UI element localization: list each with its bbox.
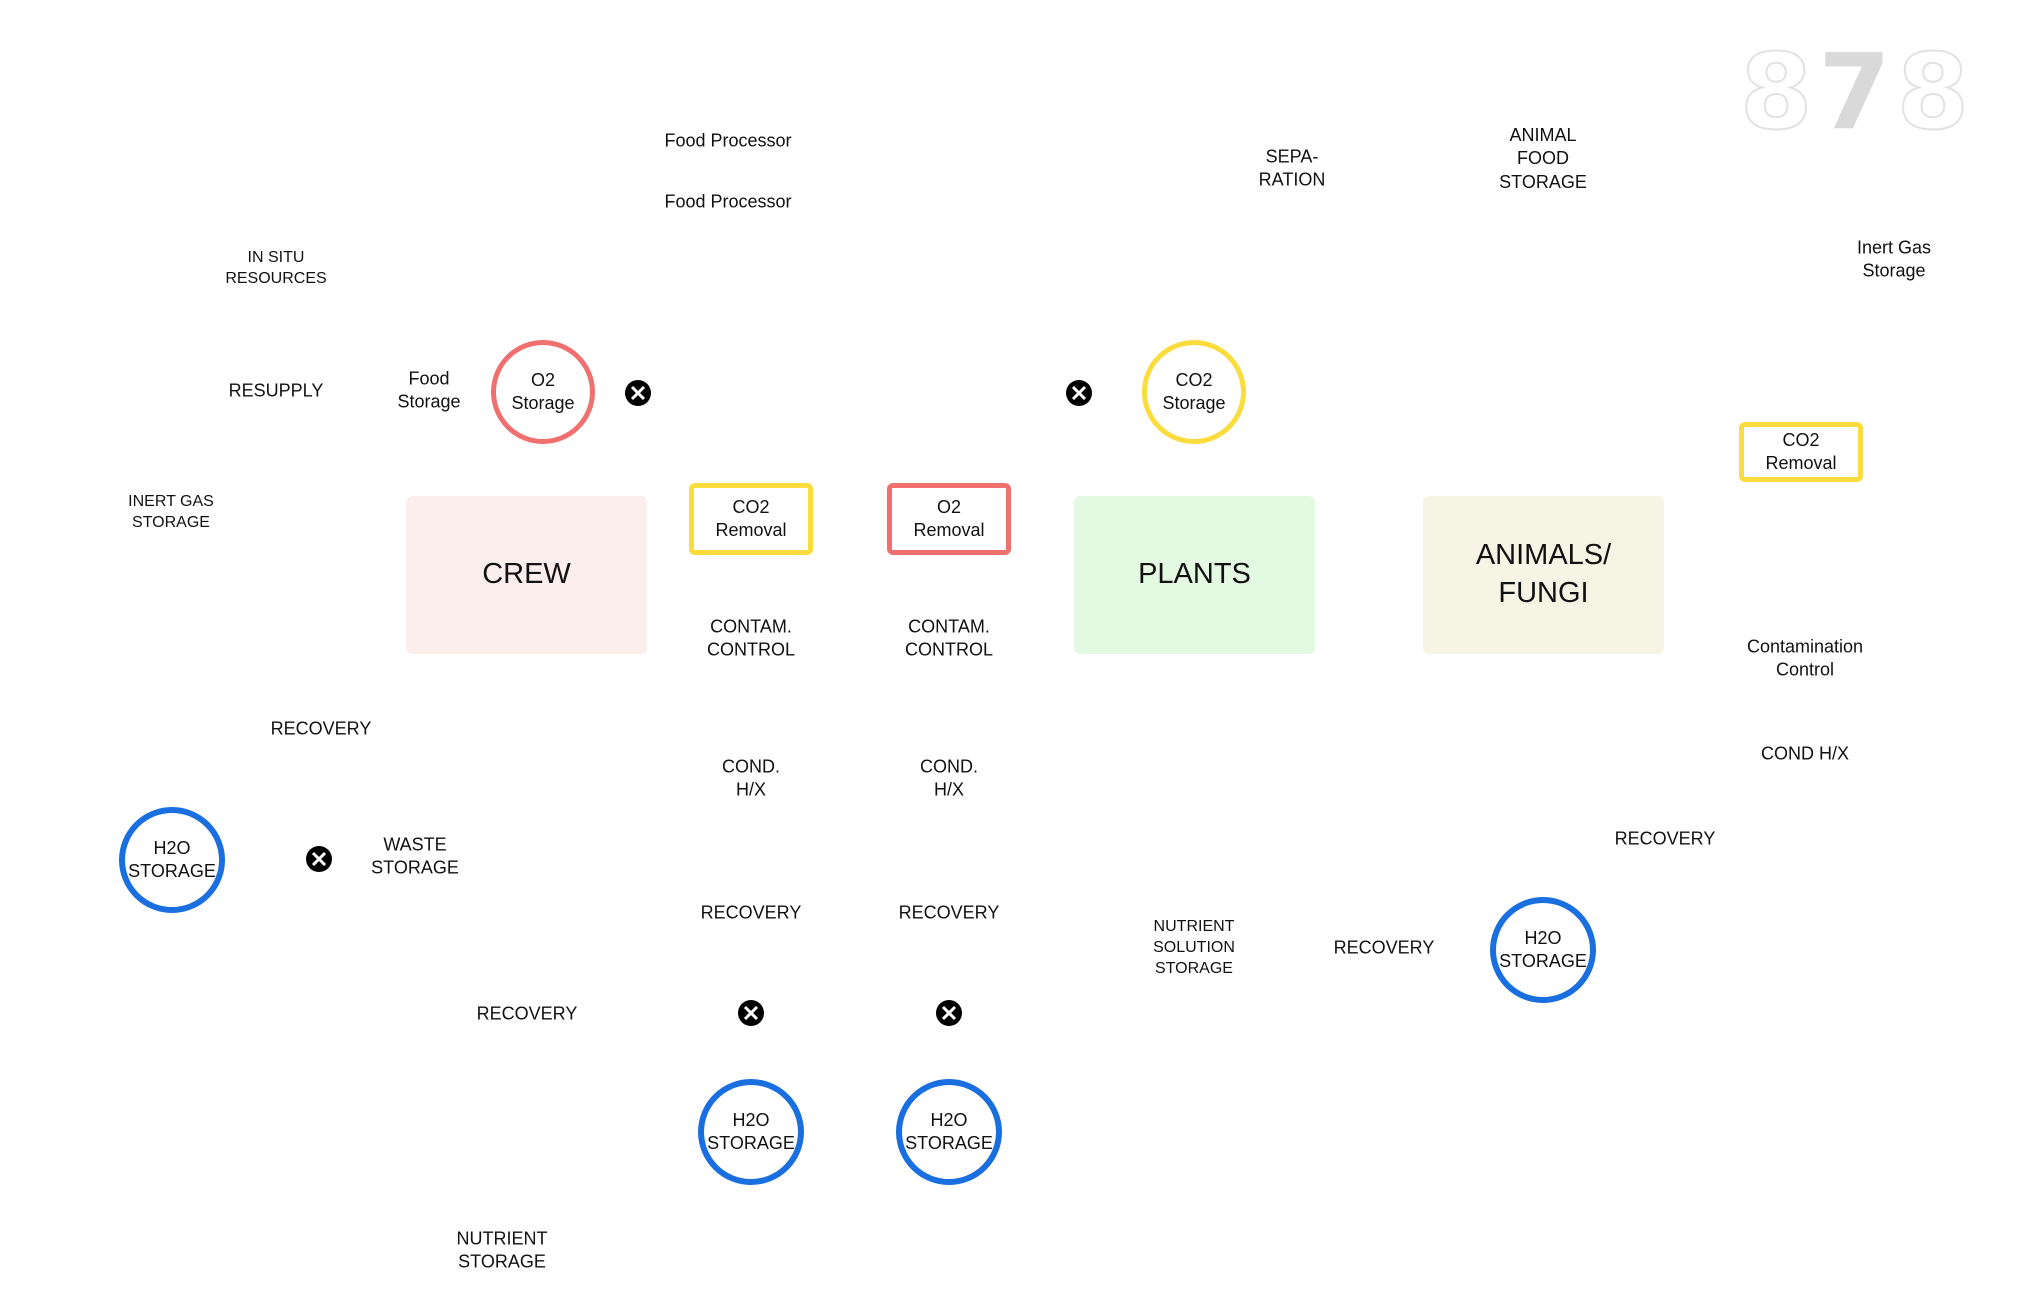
valve-icon: [738, 1000, 764, 1026]
in-situ-resources-label: IN SITU RESOURCES: [225, 249, 327, 287]
valve-icon: [936, 1000, 962, 1026]
food-processor-label-2: Food Processor: [664, 191, 792, 212]
waste-storage-label: WASTE STORAGE: [371, 834, 459, 878]
o2-removal-unit: O2 Removal: [887, 483, 1011, 555]
nutrient-solution-storage-label: NUTRIENT SOLUTION STORAGE: [1153, 917, 1235, 977]
inert-gas-storage-right-label: Inert Gas Storage: [1856, 237, 1932, 281]
recovery-center-label-1: RECOVERY: [700, 902, 802, 923]
animals-fungi-module: ANIMALS/ FUNGI: [1423, 496, 1664, 654]
food-storage-label: Food Storage: [397, 368, 461, 412]
watermark-digit-1: 8: [1739, 31, 1819, 153]
co2-storage: CO2 Storage: [1142, 340, 1246, 444]
nutrient-storage-label: NUTRIENT STORAGE: [456, 1228, 548, 1272]
recovery-bottom-label: RECOVERY: [476, 1003, 578, 1024]
separation-label: SEPA- RATION: [1258, 146, 1326, 190]
contam-control-label-1: CONTAM. CONTROL: [706, 616, 796, 660]
watermark-digit-2: 7: [1818, 31, 1897, 153]
h2o-storage-right: H2O STORAGE: [1490, 897, 1596, 1003]
valve-icon: [306, 846, 332, 872]
co2-removal-unit-1: CO2 Removal: [689, 483, 813, 555]
recovery-left-label: RECOVERY: [270, 718, 372, 739]
h2o-storage-left: H2O STORAGE: [119, 807, 225, 913]
contam-control-label-2: CONTAM. CONTROL: [904, 616, 994, 660]
cond-hx-label-2: COND. H/X: [920, 756, 978, 800]
h2o-storage-center-1: H2O STORAGE: [698, 1079, 804, 1185]
cond-hx-label-1: COND. H/X: [722, 756, 780, 800]
o2-storage: O2 Storage: [491, 340, 595, 444]
animal-food-storage-label: ANIMAL FOOD STORAGE: [1499, 124, 1587, 192]
plants-module: PLANTS: [1074, 496, 1315, 654]
food-processor-label-1: Food Processor: [664, 130, 792, 151]
recovery-center-label-2: RECOVERY: [898, 902, 1000, 923]
cond-hx-right-label: COND H/X: [1760, 743, 1850, 764]
valve-icon: [625, 380, 651, 406]
watermark-digit-3: 8: [1896, 31, 1976, 153]
resupply-label: RESUPPLY: [228, 380, 324, 401]
co2-removal-unit-right: CO2 Removal: [1739, 422, 1863, 482]
recovery-right-lower-label: RECOVERY: [1333, 937, 1435, 958]
h2o-storage-center-2: H2O STORAGE: [896, 1079, 1002, 1185]
recovery-right-upper-label: RECOVERY: [1614, 828, 1716, 849]
valve-icon: [1066, 380, 1092, 406]
watermark-number: 878: [1739, 39, 1975, 145]
crew-module: CREW: [406, 496, 647, 654]
contamination-control-label: Contamination Control: [1746, 636, 1864, 680]
inert-gas-storage-left-label: INERT GAS STORAGE: [128, 493, 214, 531]
